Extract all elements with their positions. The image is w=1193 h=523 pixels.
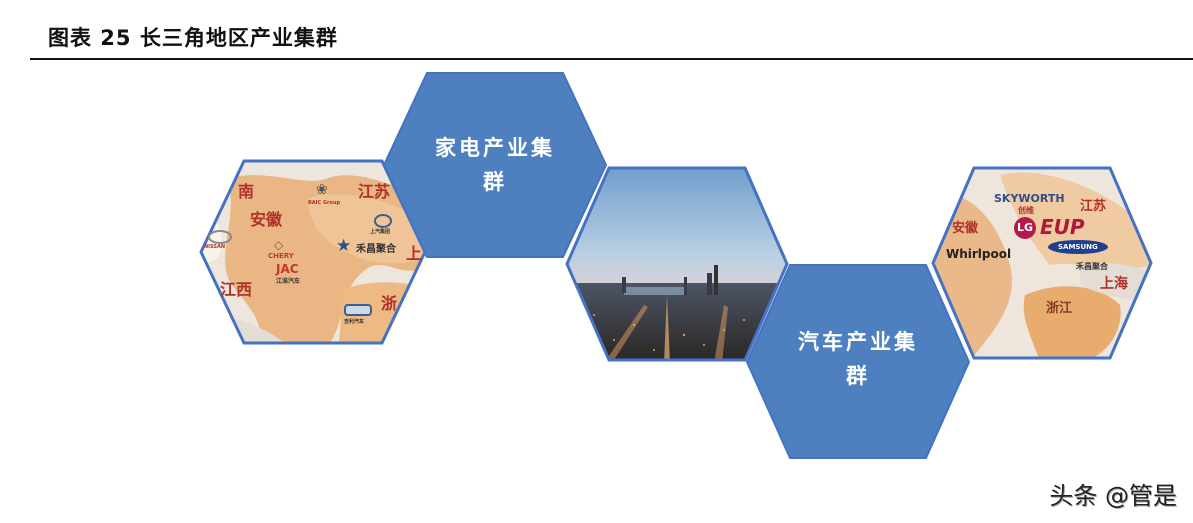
- logo-geely: 吉利汽车: [344, 319, 365, 325]
- logo-hechang-star-icon: ★: [336, 236, 352, 256]
- map-label-anhui: 安徽: [250, 210, 283, 229]
- figure-title: 图表 25 长三角地区产业集群: [48, 26, 338, 50]
- logo-jac: JAC: [276, 262, 299, 276]
- logo-eup: EUP: [1040, 215, 1085, 239]
- hex-car-map: 南 安徽 江苏 江西 浙 上 ★ 禾昌聚合 ❀ BAIC Group 上汽集团 …: [198, 158, 428, 346]
- logo-baic-icon: ❀: [316, 182, 328, 198]
- hex-appliance-map: SKYWORTH 创维 江苏 安徽 LG EUP SAMSUNG Whirlpo…: [930, 165, 1154, 361]
- logo-saic: 上汽集团: [370, 229, 391, 235]
- title-underline: [30, 58, 1193, 60]
- logo-chery: CHERY: [268, 252, 294, 260]
- logo-skyworth-cn: 创维: [1018, 206, 1034, 215]
- map-label-jiangxi: 江西: [220, 280, 253, 299]
- logo-samsung: SAMSUNG: [1048, 240, 1108, 254]
- logo-geely-icon: [344, 304, 372, 316]
- map-label-zhejiang: 浙: [381, 294, 398, 313]
- map-label-jiangsu: 江苏: [1080, 199, 1107, 214]
- logo-hechang: 禾昌聚合: [1076, 262, 1108, 271]
- hex-auto-cluster: 汽车产业集群: [745, 263, 971, 461]
- logo-skyworth: SKYWORTH: [994, 192, 1065, 205]
- auto-cluster-label: 汽车产业集群: [798, 329, 918, 388]
- map-label-anhui: 安徽: [952, 221, 979, 236]
- logo-chery-icon: ◇: [274, 238, 284, 252]
- logo-nissan-icon: [208, 230, 232, 244]
- hex-city-photo: [564, 165, 790, 363]
- hex-appliance-cluster: 家电产业集群: [382, 71, 608, 259]
- watermark: 头条 @管是: [1049, 482, 1177, 510]
- map-label-shanghai: 上: [406, 244, 423, 263]
- map-label-jiangsu: 江苏: [358, 182, 391, 201]
- map-label-henan: 南: [238, 182, 255, 201]
- map-label-zhejiang: 浙江: [1046, 301, 1073, 316]
- logo-saic-icon: [374, 214, 392, 228]
- logo-hechang: 禾昌聚合: [356, 244, 396, 255]
- logo-jac-cn: 江淮汽车: [276, 278, 301, 285]
- logo-baic: BAIC Group: [308, 200, 341, 206]
- map-label-shanghai: 上海: [1100, 276, 1128, 292]
- logo-whirlpool: Whirlpool: [946, 247, 1012, 261]
- appliance-cluster-label: 家电产业集群: [435, 135, 555, 194]
- logo-lg-icon: LG: [1014, 217, 1036, 239]
- logo-nissan: NISSAN: [204, 244, 226, 250]
